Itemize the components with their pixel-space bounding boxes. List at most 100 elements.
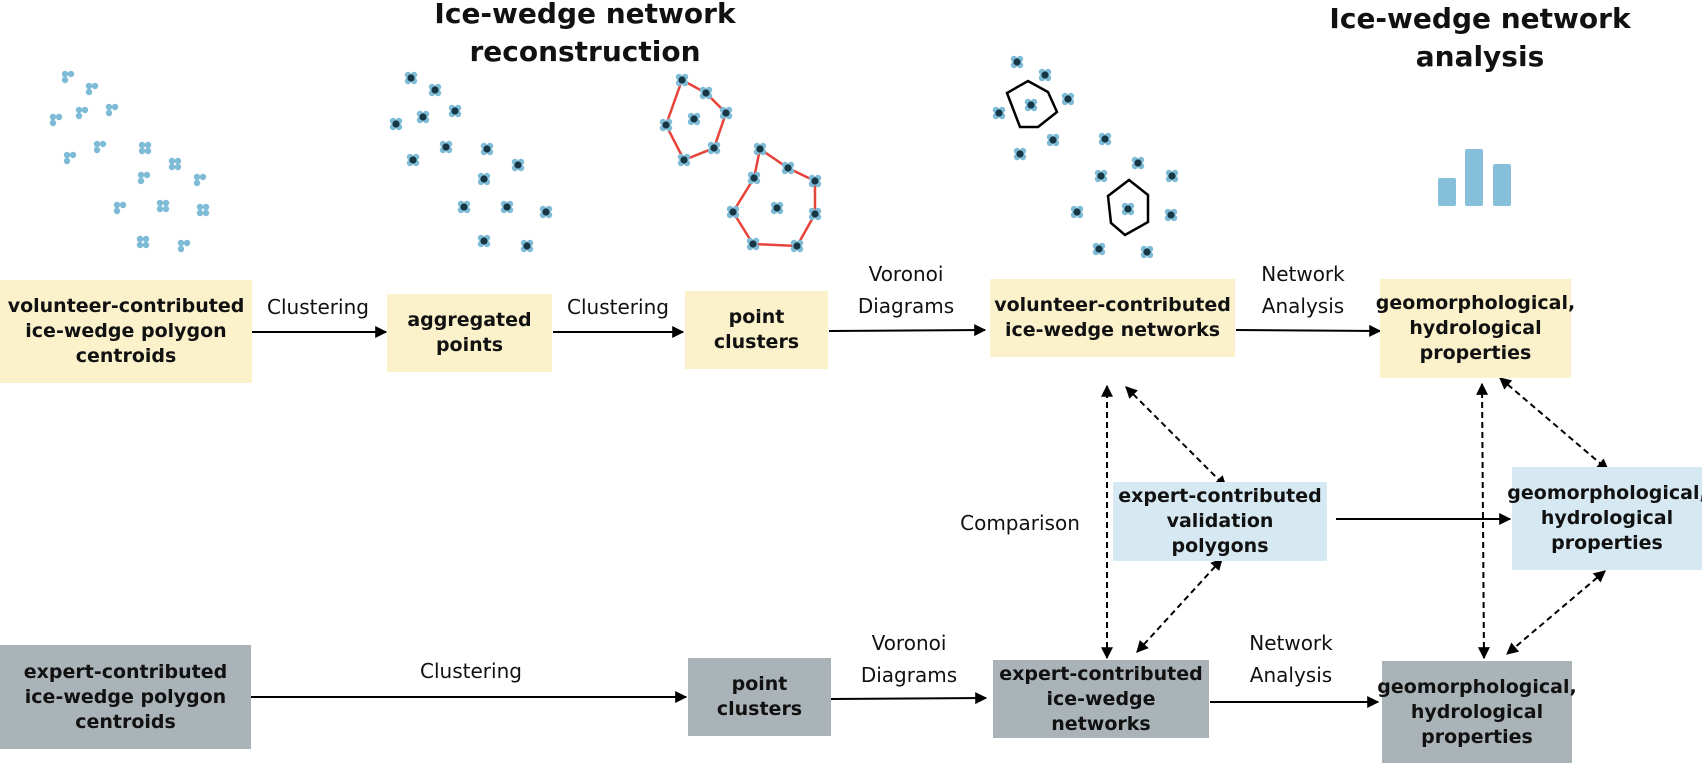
cluster-centroid <box>811 177 819 185</box>
cluster-centroid <box>392 120 400 128</box>
bar-2 <box>1465 149 1483 206</box>
label-clustering-bottom: Clustering <box>420 659 522 683</box>
scattered-points-icon <box>49 70 210 253</box>
title-reconstruction: Ice-wedge network reconstruction <box>434 0 736 68</box>
node-aggregated-points: aggregated points <box>387 294 552 372</box>
point <box>168 163 176 171</box>
point <box>136 241 144 249</box>
point <box>162 205 170 213</box>
point <box>69 151 77 159</box>
cluster-centroid <box>542 208 550 216</box>
point <box>85 88 93 96</box>
arrow-voronoi-bottom <box>830 692 988 705</box>
point <box>199 173 207 181</box>
cluster-centroid <box>523 242 531 250</box>
cluster-centroid <box>793 242 801 250</box>
node-validation-properties: geomorphological, hydrological propertie… <box>1507 467 1702 570</box>
point <box>49 119 57 127</box>
node-volunteer-centroids: volunteer-contributed ice-wedge polygon … <box>0 280 252 383</box>
label-clustering-2: Clustering <box>567 295 669 319</box>
point <box>174 163 182 171</box>
cluster-centroid <box>407 74 415 82</box>
cluster-centroid <box>1134 159 1142 167</box>
dashed-arrow-volunteer-properties-to-validation-properties <box>1499 377 1609 471</box>
cluster-centroid <box>431 86 439 94</box>
dashed-arrow-validation-to-expert-networks <box>1136 558 1223 653</box>
point <box>61 70 69 78</box>
cluster-centroid <box>419 113 427 121</box>
point <box>162 199 170 207</box>
point <box>105 103 113 111</box>
cluster-centroid <box>1097 172 1105 180</box>
cluster-centroid <box>514 161 522 169</box>
cluster-centroid <box>483 145 491 153</box>
label-voronoi-bottom: Voronoi Diagrams <box>860 631 958 687</box>
point <box>91 82 99 90</box>
dashed-arrow-validation-properties-to-expert-properties <box>1506 570 1606 655</box>
point <box>183 239 191 247</box>
point <box>193 173 201 181</box>
point <box>138 147 146 155</box>
label-clustering-1: Clustering <box>267 295 369 319</box>
cluster-centroid <box>409 156 417 164</box>
cluster-centroid <box>1073 208 1081 216</box>
dashed-arrow-volunteer-networks-to-validation <box>1125 386 1227 488</box>
cluster-centroid <box>1041 71 1049 79</box>
cluster-centroid <box>680 156 688 164</box>
point <box>85 82 93 90</box>
point <box>61 76 69 84</box>
node-expert-centroids: expert-contributed ice-wedge polygon cen… <box>0 645 251 749</box>
bar-chart-icon <box>1438 149 1511 206</box>
point <box>63 157 71 165</box>
point <box>75 112 83 120</box>
node-volunteer-properties: geomorphological, hydrological propertie… <box>1376 279 1575 378</box>
cluster-centroid <box>749 240 757 248</box>
node-volunteer-networks: volunteer-contributed ice-wedge networks <box>990 279 1235 357</box>
point <box>111 103 119 111</box>
bar-3 <box>1493 164 1511 206</box>
cluster-centroid <box>710 144 718 152</box>
point <box>67 70 75 78</box>
cluster-centroid <box>1027 101 1035 109</box>
point <box>196 203 204 211</box>
point <box>113 201 121 209</box>
point <box>142 241 150 249</box>
point <box>63 151 71 159</box>
label-voronoi-top: Voronoi Diagrams <box>857 262 955 318</box>
point <box>99 140 107 148</box>
cluster-centroid <box>722 109 730 117</box>
cluster-centroid <box>811 210 819 218</box>
cluster-centroid <box>1101 135 1109 143</box>
voronoi-cells-icon <box>992 55 1179 259</box>
cluster-centroid <box>460 203 468 211</box>
point <box>75 106 83 114</box>
point <box>142 235 150 243</box>
point <box>177 245 185 253</box>
cluster-centroid <box>773 204 781 212</box>
label-network-analysis-top: Network Analysis <box>1261 262 1345 318</box>
point <box>49 113 57 121</box>
point <box>156 199 164 207</box>
cluster-centroid <box>1016 150 1024 158</box>
node-volunteer-point-clusters: point clusters <box>685 291 828 369</box>
point <box>138 141 146 149</box>
point <box>136 235 144 243</box>
hull-2 <box>731 147 817 248</box>
point <box>55 113 63 121</box>
cluster-centroid <box>784 164 792 172</box>
label-comparison: Comparison <box>960 511 1080 535</box>
cluster-centroid <box>1049 136 1057 144</box>
cluster-centroid <box>1064 95 1072 103</box>
point <box>156 205 164 213</box>
cluster-centroid <box>480 237 488 245</box>
point <box>105 109 113 117</box>
cluster-centroid <box>503 203 511 211</box>
point <box>193 179 201 187</box>
voronoi-cell-2 <box>1106 178 1150 237</box>
bar-1 <box>1438 178 1456 206</box>
point <box>202 209 210 217</box>
cluster-centroid <box>1168 172 1176 180</box>
dashed-arrow-expert-to-volunteer-properties <box>1476 382 1490 660</box>
aggregated-points-icon <box>389 71 553 253</box>
node-expert-properties: geomorphological, hydrological propertie… <box>1377 661 1577 763</box>
